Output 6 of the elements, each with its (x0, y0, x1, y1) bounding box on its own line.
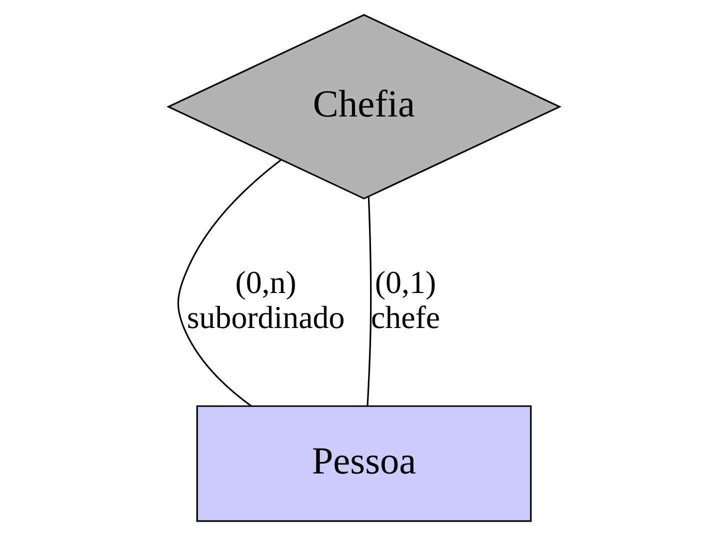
connector (176, 159, 282, 407)
node-box: Pessoa (196, 405, 532, 522)
connector (366, 196, 372, 406)
node-diamond: Chefia (166, 14, 561, 200)
edge-label: (0,n) subordinado (186, 264, 344, 335)
edge-label: (0,1) chefe (370, 264, 440, 335)
